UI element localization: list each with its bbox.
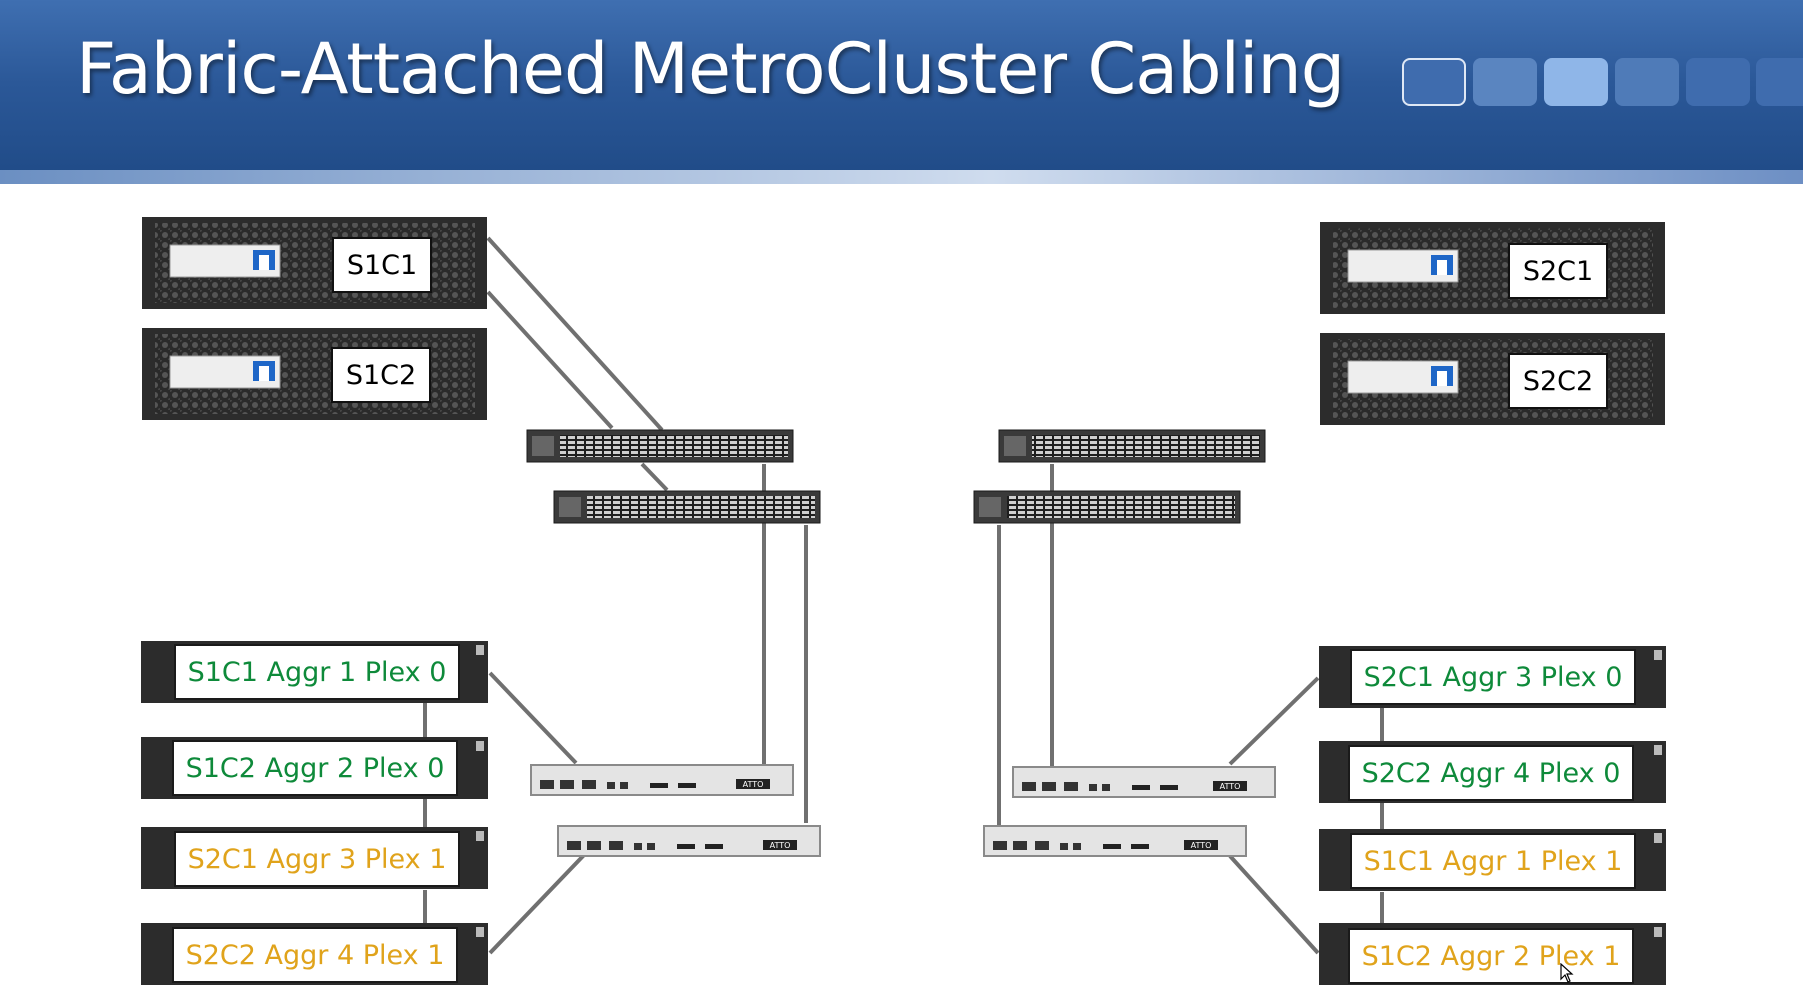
- progress-step-6: [1756, 58, 1803, 106]
- cable-s1-shelf1-to-bridge: [488, 671, 578, 765]
- atto-brand-text: ATTO: [1220, 782, 1241, 791]
- atto-bridge-s1-b: ATTO: [557, 825, 821, 857]
- title-banner: Fabric-Attached MetroCluster Cabling: [0, 0, 1803, 184]
- atto-brand-text: ATTO: [1191, 841, 1212, 850]
- shelf-label-s2c2-aggr4-plex0: S2C2 Aggr 4 Plex 0: [1348, 745, 1634, 801]
- shelf-label-s1c2-aggr2-plex1: S1C2 Aggr 2 Plex 1: [1348, 928, 1634, 984]
- atto-bridge-s2-a: ATTO: [1012, 766, 1276, 798]
- controller-s1c1: [142, 217, 487, 309]
- shelf-label-s2c1-aggr3-plex0: S2C1 Aggr 3 Plex 0: [1350, 649, 1636, 705]
- shelf-label-s1c1-aggr1-plex1: S1C1 Aggr 1 Plex 1: [1350, 833, 1636, 889]
- shelf-label-s2c2-aggr4-plex1: S2C2 Aggr 4 Plex 1: [172, 927, 458, 983]
- atto-bridge-s1-a: ATTO: [530, 764, 794, 796]
- fc-switch-s2-b: [973, 490, 1241, 524]
- cable-switch1-cross: [640, 462, 669, 492]
- shelf-label-s2c1-aggr3-plex1: S2C1 Aggr 3 Plex 1: [174, 831, 460, 887]
- cable-s2-shelf1-to-bridge: [1228, 676, 1320, 766]
- controller-s2c2: [1320, 333, 1665, 425]
- fc-switch-s1-a: [526, 429, 794, 463]
- atto-brand-text: ATTO: [770, 841, 791, 850]
- controller-label-s2c1: S2C1: [1508, 243, 1608, 299]
- shelf-label-s1c2-aggr2-plex0: S1C2 Aggr 2 Plex 0: [172, 740, 458, 796]
- controller-s1c2: [142, 328, 487, 420]
- controller-label-s1c1: S1C1: [332, 237, 432, 293]
- progress-step-5: [1686, 58, 1750, 106]
- cable-s2-shelf4-to-bridge: [1228, 854, 1320, 955]
- atto-brand-text: ATTO: [743, 780, 764, 789]
- progress-step-2: [1473, 58, 1537, 106]
- progress-step-4: [1615, 58, 1679, 106]
- controller-label-s2c2: S2C2: [1508, 353, 1608, 409]
- banner-stripe: [0, 170, 1803, 184]
- mouse-cursor-icon: [1560, 963, 1574, 983]
- cable-s1c1-to-switch: [486, 236, 664, 432]
- progress-step-3-current: [1544, 58, 1608, 106]
- progress-step-1: [1402, 58, 1466, 106]
- slide-title: Fabric-Attached MetroCluster Cabling: [76, 28, 1345, 110]
- atto-bridge-s2-b: ATTO: [983, 825, 1247, 857]
- fc-switch-s2-a: [998, 429, 1266, 463]
- controller-label-s1c2: S1C2: [331, 347, 431, 403]
- fc-switch-s1-b: [553, 490, 821, 524]
- shelf-label-s1c1-aggr1-plex0: S1C1 Aggr 1 Plex 0: [174, 644, 460, 700]
- cable-s1-shelf4-to-bridge: [488, 852, 587, 955]
- cable-s1c1-to-switch-b: [486, 290, 614, 430]
- controller-s2c1: [1320, 222, 1665, 314]
